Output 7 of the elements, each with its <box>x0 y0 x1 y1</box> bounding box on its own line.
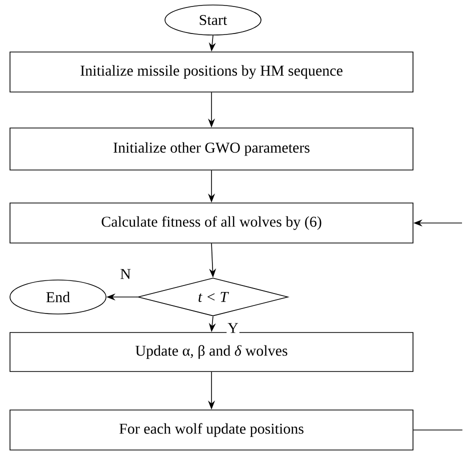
process-box: Initialize other GWO parameters <box>10 128 414 170</box>
process-box: Initialize missile positions by HM sequence <box>10 52 414 92</box>
process-box: For each wolf update positions <box>10 410 414 450</box>
process-box: Update α, β and δ wolves <box>10 332 414 372</box>
edge-label: N <box>119 268 132 280</box>
process-box: Calculate fitness of all wolves by (6) <box>10 202 414 244</box>
edge-label: Y <box>226 322 240 334</box>
